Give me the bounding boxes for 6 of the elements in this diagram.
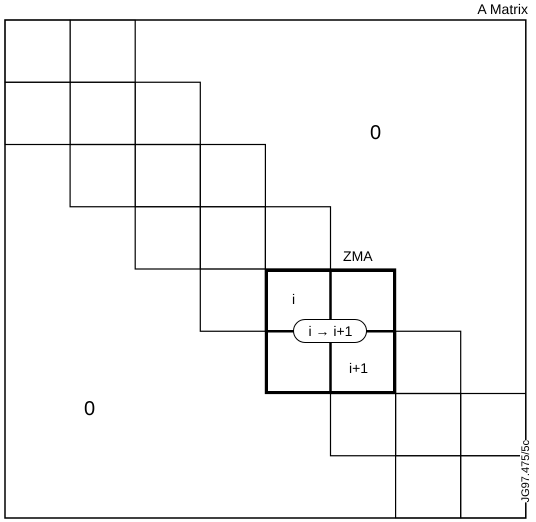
figure-id: JG97.475/5c (520, 440, 532, 502)
index-label: i (292, 291, 296, 307)
block-label: ZMA (343, 248, 373, 264)
matrix-title: A Matrix (477, 1, 528, 17)
state-pill: i → i+1 (294, 319, 368, 344)
index-label: i+1 (349, 360, 368, 376)
